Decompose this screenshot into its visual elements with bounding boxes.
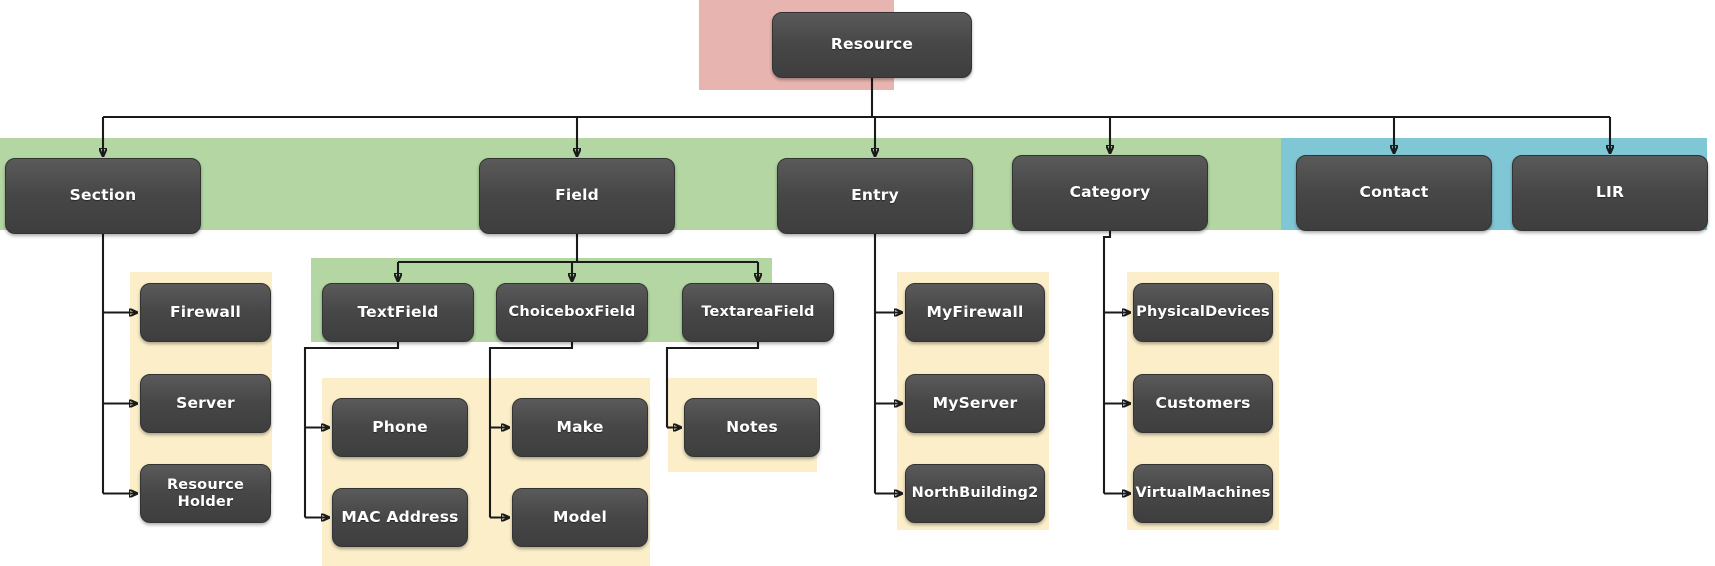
node-virtualmachines[interactable]: VirtualMachines xyxy=(1133,464,1273,523)
edge-category-stem xyxy=(1102,231,1112,494)
node-customers[interactable]: Customers xyxy=(1133,374,1273,433)
node-resource-holder[interactable]: Resource Holder xyxy=(140,464,271,523)
node-resource[interactable]: Resource xyxy=(772,12,972,78)
node-contact[interactable]: Contact xyxy=(1296,155,1492,231)
node-lir[interactable]: LIR xyxy=(1512,155,1708,231)
node-server[interactable]: Server xyxy=(140,374,271,433)
node-textareafield[interactable]: TextareaField xyxy=(682,283,834,342)
node-northbuilding2[interactable]: NorthBuilding2 xyxy=(905,464,1045,523)
node-mac-address[interactable]: MAC Address xyxy=(332,488,468,547)
node-entry[interactable]: Entry xyxy=(777,158,973,234)
node-myserver[interactable]: MyServer xyxy=(905,374,1045,433)
node-field[interactable]: Field xyxy=(479,158,675,234)
node-section[interactable]: Section xyxy=(5,158,201,234)
node-firewall[interactable]: Firewall xyxy=(140,283,271,342)
node-choiceboxfield[interactable]: ChoiceboxField xyxy=(496,283,648,342)
node-make[interactable]: Make xyxy=(512,398,648,457)
node-phone[interactable]: Phone xyxy=(332,398,468,457)
node-textfield[interactable]: TextField xyxy=(322,283,474,342)
node-notes[interactable]: Notes xyxy=(684,398,820,457)
node-model[interactable]: Model xyxy=(512,488,648,547)
node-category[interactable]: Category xyxy=(1012,155,1208,231)
node-physicaldevices[interactable]: PhysicalDevices xyxy=(1133,283,1273,342)
node-myfirewall[interactable]: MyFirewall xyxy=(905,283,1045,342)
